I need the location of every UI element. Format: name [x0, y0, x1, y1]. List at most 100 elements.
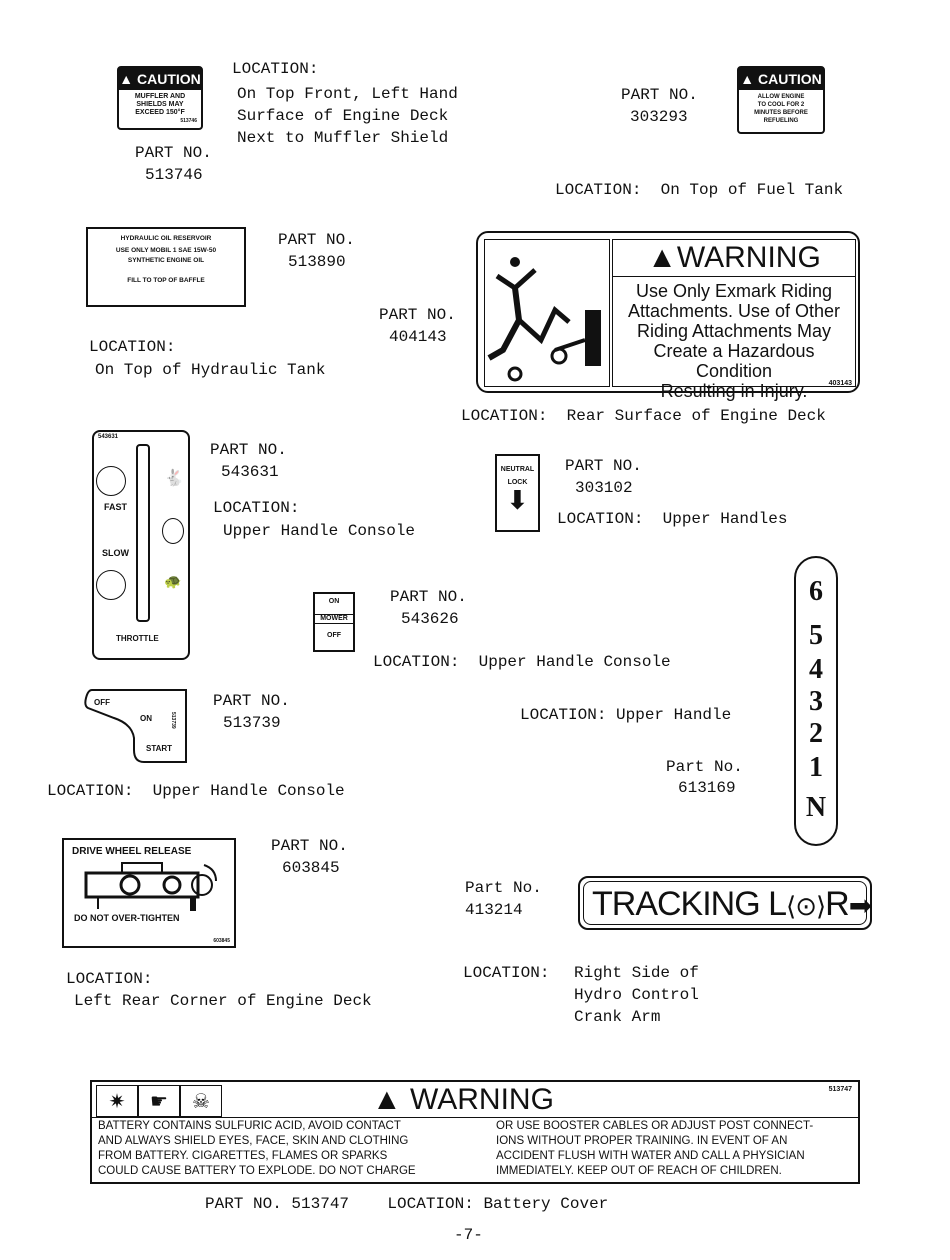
decal-code: 603845: [213, 938, 230, 944]
lock-label: LOCK: [507, 479, 528, 486]
part-label-413214: Part No.: [465, 879, 542, 897]
gear-1: 1: [809, 752, 823, 783]
fast-label: FAST: [104, 502, 128, 512]
battery-warning-decal-513747: ✷ ☛ ☠ ▲ WARNING 513747 BATTERY CONTAINS …: [90, 1080, 860, 1184]
location-404143: LOCATION: Rear Surface of Engine Deck: [461, 407, 826, 425]
hydraulic-text-4: FILL TO TOP OF BAFFLE: [127, 277, 205, 284]
right-line-3: ACCIDENT FLUSH WITH WATER AND CALL A PHY…: [496, 1150, 805, 1162]
gear-6: 6: [809, 576, 823, 607]
gear-4: 4: [809, 654, 823, 685]
part-number-303293: 303293: [630, 108, 688, 126]
poison-skull-icon: ☠: [192, 1089, 210, 1113]
location-303102: LOCATION: Upper Handles: [557, 510, 788, 528]
warning-triangle-icon: ▲: [740, 71, 755, 87]
decal-code: 513746: [180, 118, 197, 124]
warning-line-3: Riding Attachments May: [636, 321, 832, 341]
adjust-knob-icon: ⟨⊙⟩: [786, 892, 826, 922]
caution-header: ▲ CAUTION: [119, 68, 201, 90]
left-line-3: FROM BATTERY. CIGARETTES, FLAMES OR SPAR…: [98, 1150, 388, 1162]
hydraulic-text-1: HYDRAULIC OIL RESERVOIR: [120, 235, 212, 242]
part-number-543626: 543626: [401, 610, 459, 628]
caution-text-1: MUFFLER AND: [134, 93, 186, 100]
hazard-icon-box-3: ☠: [180, 1085, 222, 1117]
location-line-3: Next to Muffler Shield: [237, 129, 449, 147]
drive-wheel-decal-603845: DRIVE WHEEL RELEASE DO NOT OVER-TIGHTEN …: [62, 838, 236, 948]
warning-triangle-icon: ▲: [119, 71, 134, 87]
hazard-icon-box-2: ☛: [138, 1085, 180, 1117]
do-not-overtighten-label: DO NOT OVER-TIGHTEN: [74, 913, 180, 923]
part-number-513890: 513890: [288, 253, 346, 271]
throttle-slot: [136, 444, 150, 622]
location-303293: LOCATION: On Top of Fuel Tank: [555, 181, 844, 199]
caution-text-4: REFUELING: [763, 118, 799, 124]
location-label-513890: LOCATION:: [89, 338, 176, 356]
gear-2: 2: [809, 718, 823, 749]
caution-text-3: MINUTES BEFORE: [754, 110, 808, 116]
right-text-column: OR USE BOOSTER CABLES OR ADJUST POST CON…: [496, 1119, 813, 1179]
warning-header: ▲WARNING: [613, 240, 855, 277]
part-label-543626: PART NO.: [390, 588, 467, 606]
part-label-303102: PART NO.: [565, 457, 642, 475]
key-switch-outline: [84, 689, 187, 763]
part-label-303293: PART NO.: [621, 86, 698, 104]
tracking-inner-border: [583, 881, 867, 925]
warning-decal-404143: ▲WARNING Use Only Exmark Riding Attachme…: [476, 231, 860, 401]
wheel-release-icon: [84, 862, 217, 911]
location-label-603845: LOCATION:: [66, 970, 153, 988]
warning-line-2: Attachments. Use of Other: [627, 301, 841, 321]
decal-code: 543631: [98, 434, 119, 440]
location-line-2: Surface of Engine Deck: [237, 107, 449, 125]
rider-hazard-icon: [487, 257, 601, 382]
location-543631: Upper Handle Console: [223, 522, 416, 540]
location-line-1: On Top Front, Left Hand: [237, 85, 458, 103]
mower-label: MOWER: [315, 614, 353, 624]
part-label-513739: PART NO.: [213, 692, 290, 710]
warning-triangle-icon: ▲: [647, 241, 677, 274]
location-513739: LOCATION: Upper Handle Console: [47, 782, 345, 800]
gear-3: 3: [809, 686, 823, 717]
warning-line-4: Create a Hazardous Condition: [653, 341, 815, 381]
part-number-303102: 303102: [575, 479, 633, 497]
battery-warning-header: ▲ WARNING: [372, 1083, 554, 1116]
hand-burn-icon: ☛: [150, 1089, 168, 1113]
left-line-2: AND ALWAYS SHIELD EYES, FACE, SKIN AND C…: [98, 1135, 409, 1147]
caution-decal-303293: ▲ CAUTION ALLOW ENGINE TO COOL FOR 2 MIN…: [737, 66, 825, 134]
left-text-column: BATTERY CONTAINS SULFURIC ACID, AVOID CO…: [98, 1119, 416, 1179]
tracking-decal-413214: TRACKING L⟨⊙⟩R➡: [578, 876, 872, 930]
slow-label: SLOW: [102, 548, 129, 558]
hydraulic-decal-513890: HYDRAULIC OIL RESERVOIR USE ONLY MOBIL 1…: [86, 227, 246, 307]
right-line-1: OR USE BOOSTER CABLES OR ADJUST POST CON…: [496, 1120, 814, 1132]
battery-footer: PART NO. 513747 LOCATION: Battery Cover: [205, 1195, 609, 1213]
location-603845: Left Rear Corner of Engine Deck: [74, 992, 372, 1010]
pictogram-panel: [484, 239, 610, 387]
gear-5: 5: [809, 620, 823, 651]
part-number-513746: 513746: [145, 166, 203, 184]
arrow-right-icon: ➡: [848, 889, 872, 922]
decal-code: 513739: [170, 712, 176, 729]
arrow-down-icon: ⬇: [506, 486, 529, 516]
part-number-543631: 543631: [221, 463, 279, 481]
part-label-603845: PART NO.: [271, 837, 348, 855]
caution-text-2: SHIELDS MAY: [136, 101, 184, 108]
part-label-543631: PART NO.: [210, 441, 287, 459]
part-number-413214: 413214: [465, 901, 523, 919]
slow-indicator-circle: [96, 570, 126, 600]
fast-indicator-circle: [96, 466, 126, 496]
part-label-513890: PART NO.: [278, 231, 355, 249]
location-label-413214: LOCATION:: [463, 964, 550, 982]
location-line-2: Hydro Control: [574, 986, 699, 1004]
caution-text-2: TO COOL FOR 2: [757, 102, 805, 108]
choke-icon: [162, 518, 184, 544]
part-number-613169: 613169: [678, 779, 736, 797]
warning-divider: [92, 1117, 858, 1118]
warning-triangle-icon: ▲: [372, 1083, 402, 1116]
gear-n: N: [805, 792, 827, 823]
hydraulic-text-3: SYNTHETIC ENGINE OIL: [127, 257, 205, 264]
tracking-text: TRACKING L⟨⊙⟩R➡: [592, 884, 872, 927]
warning-line-1: Use Only Exmark Riding: [635, 281, 833, 301]
neutral-lock-decal-303102: NEUTRAL LOCK ⬇: [495, 454, 540, 532]
caution-decal-513746: ▲ CAUTION MUFFLER AND SHIELDS MAY EXCEED…: [117, 66, 203, 130]
decal-code: 513747: [828, 1086, 852, 1093]
warning-text-panel: ▲WARNING Use Only Exmark Riding Attachme…: [612, 239, 856, 401]
part-label-404143: PART NO.: [379, 306, 456, 324]
